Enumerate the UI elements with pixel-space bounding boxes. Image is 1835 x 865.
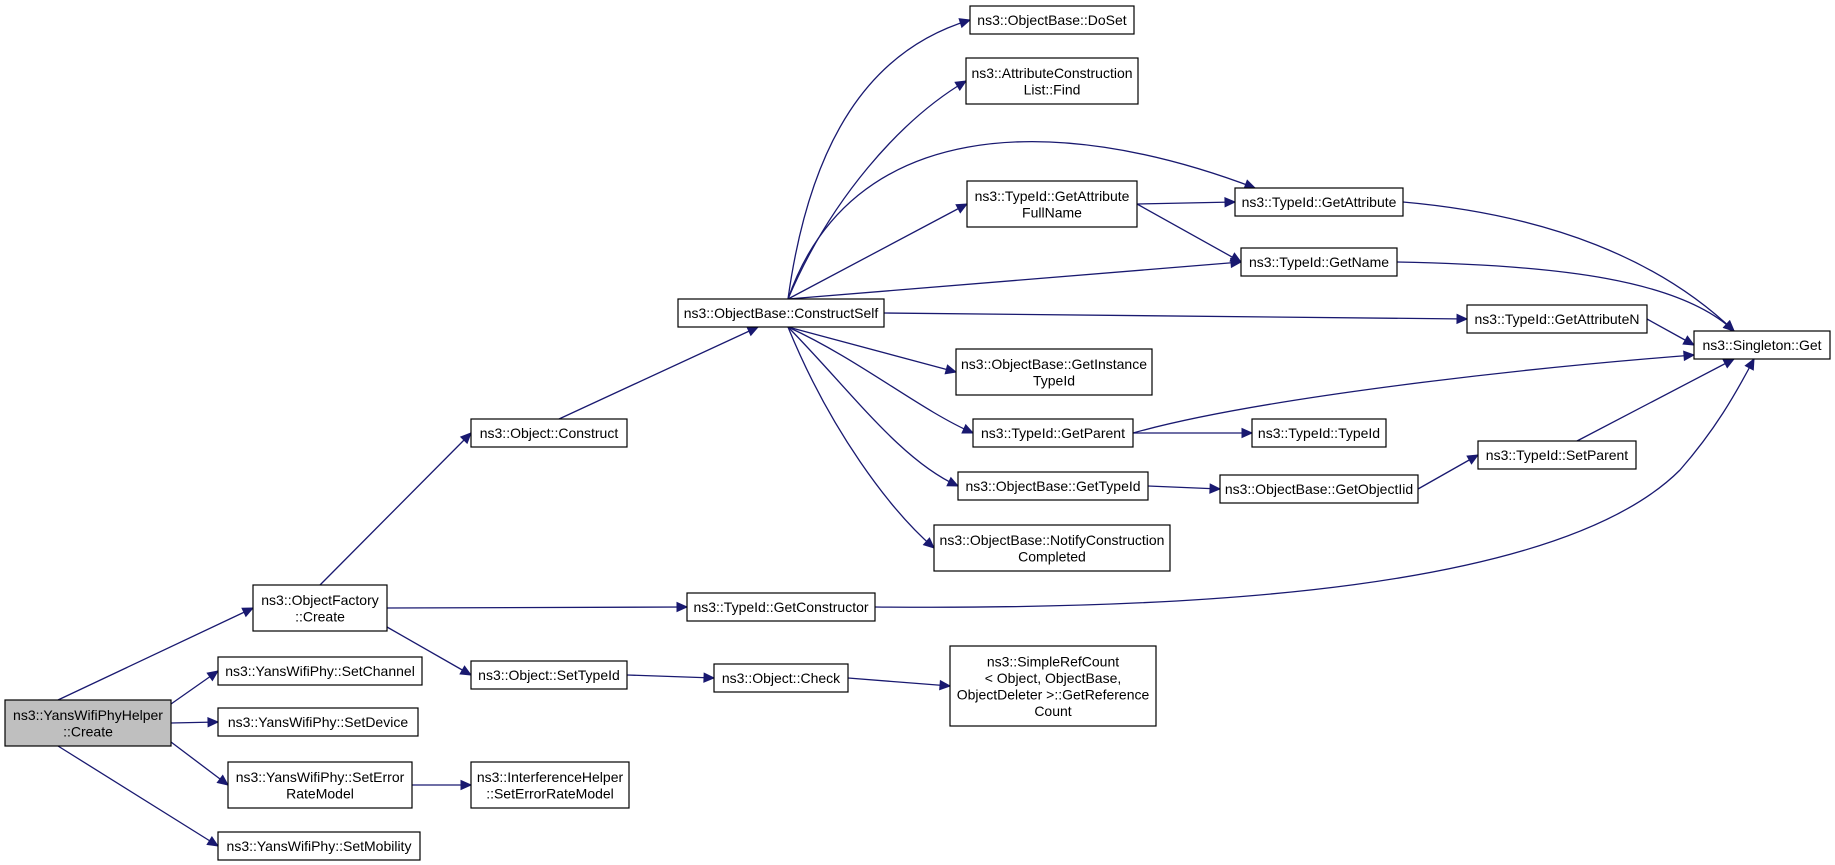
node-get-name[interactable]: ns3::TypeId::GetName bbox=[1240, 247, 1398, 277]
edge-get_constructor-to-singleton_get bbox=[874, 357, 1755, 608]
node-label: ns3::TypeId::GetParent bbox=[981, 425, 1125, 441]
edge-root-to-set_channel bbox=[170, 670, 219, 705]
edge-construct_self-to-get_attribute_n bbox=[883, 312, 1469, 325]
node-label: ns3::AttributeConstruction bbox=[971, 65, 1132, 81]
node-get-constructor[interactable]: ns3::TypeId::GetConstructor bbox=[686, 592, 876, 622]
node-label: ns3::YansWifiPhy::SetMobility bbox=[227, 838, 412, 854]
edge-root-to-set_device bbox=[170, 716, 220, 728]
edge-construct_self-to-acl_find bbox=[787, 80, 968, 300]
node-ob-get-typeid[interactable]: ns3::ObjectBase::GetTypeId bbox=[957, 471, 1149, 501]
node-label: TypeId bbox=[1033, 372, 1075, 388]
node-factory-create[interactable]: ns3::ObjectFactory::Create bbox=[252, 584, 388, 632]
node-label: ns3::SimpleRefCount bbox=[987, 653, 1119, 669]
node-label: Count bbox=[1034, 703, 1071, 719]
node-label: ns3::YansWifiPhy::SetDevice bbox=[228, 714, 408, 730]
node-get-attribute[interactable]: ns3::TypeId::GetAttribute bbox=[1234, 187, 1404, 217]
edge-get_parent-to-singleton_get bbox=[1132, 350, 1696, 434]
edge-get_attr_fullname-to-get_name bbox=[1136, 203, 1243, 263]
node-singleton-get[interactable]: ns3::Singleton::Get bbox=[1693, 330, 1831, 360]
node-set-parent[interactable]: ns3::TypeId::SetParent bbox=[1477, 440, 1637, 470]
edge-get_attr_fullname-to-get_attribute bbox=[1136, 196, 1237, 208]
edge-get_name-to-singleton_get bbox=[1396, 261, 1735, 332]
edge-set_error_rate-to-interference_set bbox=[412, 779, 473, 791]
node-label: RateModel bbox=[286, 785, 354, 801]
node-label: ns3::TypeId::GetName bbox=[1249, 254, 1389, 270]
node-construct-self[interactable]: ns3::ObjectBase::ConstructSelf bbox=[677, 298, 885, 328]
node-set-device[interactable]: ns3::YansWifiPhy::SetDevice bbox=[217, 707, 419, 737]
node-label: ns3::TypeId::GetAttribute bbox=[975, 188, 1130, 204]
node-label: ::Create bbox=[63, 723, 113, 739]
node-label: ns3::TypeId::GetAttributeN bbox=[1475, 311, 1640, 327]
node-object-construct[interactable]: ns3::Object::Construct bbox=[470, 418, 628, 448]
edge-set_parent-to-singleton_get bbox=[1576, 358, 1736, 442]
node-label: ns3::ObjectBase::GetInstance bbox=[961, 356, 1147, 372]
node-label: ns3::ObjectBase::GetObjectIid bbox=[1225, 481, 1413, 497]
node-label: ns3::ObjectBase::NotifyConstruction bbox=[940, 532, 1165, 548]
node-label: ns3::YansWifiPhyHelper bbox=[13, 707, 163, 723]
node-label: ns3::TypeId::SetParent bbox=[1486, 447, 1629, 463]
edge-construct_self-to-ob_get_typeid bbox=[787, 326, 960, 487]
edge-root-to-factory_create bbox=[57, 607, 255, 701]
node-object-settypeid[interactable]: ns3::Object::SetTypeId bbox=[470, 660, 628, 690]
node-label: Completed bbox=[1018, 548, 1086, 564]
edge-get_objectiid-to-set_parent bbox=[1417, 454, 1480, 490]
node-label: ::SetErrorRateModel bbox=[486, 785, 614, 801]
node-label: ns3::Singleton::Get bbox=[1702, 337, 1821, 353]
node-do-set[interactable]: ns3::ObjectBase::DoSet bbox=[969, 5, 1135, 35]
edge-construct_self-to-get_attr_fullname bbox=[787, 203, 969, 300]
node-get-parent[interactable]: ns3::TypeId::GetParent bbox=[972, 418, 1134, 448]
node-label: FullName bbox=[1022, 204, 1082, 220]
node-label: ns3::ObjectFactory bbox=[261, 592, 379, 608]
node-object-check[interactable]: ns3::Object::Check bbox=[713, 663, 849, 693]
node-notify-construction[interactable]: ns3::ObjectBase::NotifyConstructionCompl… bbox=[933, 524, 1171, 572]
node-label: ::Create bbox=[295, 608, 345, 624]
edge-factory_create-to-get_constructor bbox=[386, 601, 689, 613]
node-label: ObjectDeleter >::GetReference bbox=[957, 686, 1150, 702]
edge-construct_self-to-do_set bbox=[787, 18, 972, 300]
edge-object_construct-to-construct_self bbox=[558, 326, 760, 420]
node-label: ns3::ObjectBase::GetTypeId bbox=[965, 478, 1140, 494]
edge-root-to-set_error_rate bbox=[170, 741, 229, 786]
node-label: ns3::Object::Check bbox=[722, 670, 841, 686]
node-typeid-typeid[interactable]: ns3::TypeId::TypeId bbox=[1251, 418, 1387, 448]
node-label: ns3::Object::Construct bbox=[480, 425, 619, 441]
node-root[interactable]: ns3::YansWifiPhyHelper::Create bbox=[4, 699, 172, 747]
node-label: ns3::YansWifiPhy::SetError bbox=[236, 769, 405, 785]
edge-construct_self-to-notify_construction bbox=[787, 326, 935, 549]
node-set-channel[interactable]: ns3::YansWifiPhy::SetChannel bbox=[217, 656, 423, 686]
node-simple-refcount[interactable]: ns3::SimpleRefCount< Object, ObjectBase,… bbox=[949, 645, 1157, 727]
node-label: ns3::TypeId::GetConstructor bbox=[693, 599, 868, 615]
edge-construct_self-to-get_parent bbox=[787, 326, 975, 434]
node-get-attribute-n[interactable]: ns3::TypeId::GetAttributeN bbox=[1466, 304, 1648, 334]
node-set-mobility[interactable]: ns3::YansWifiPhy::SetMobility bbox=[217, 831, 421, 861]
edge-object_settypeid-to-object_check bbox=[626, 672, 716, 683]
node-label: ns3::TypeId::TypeId bbox=[1258, 425, 1380, 441]
edge-construct_self-to-get_instance_typeid bbox=[787, 326, 958, 375]
edge-get_attribute_n-to-singleton_get bbox=[1646, 318, 1696, 346]
edge-factory_create-to-object_settypeid bbox=[386, 626, 473, 676]
node-set-error-rate[interactable]: ns3::YansWifiPhy::SetErrorRateModel bbox=[227, 761, 413, 809]
edge-object_check-to-simple_refcount bbox=[847, 677, 952, 691]
node-label: ns3::ObjectBase::DoSet bbox=[977, 12, 1127, 28]
node-label: List::Find bbox=[1024, 81, 1081, 97]
node-get-objectiid[interactable]: ns3::ObjectBase::GetObjectIid bbox=[1219, 474, 1419, 504]
edge-construct_self-to-get_name bbox=[787, 257, 1243, 300]
edge-get_parent-to-typeid_typeid bbox=[1133, 427, 1254, 439]
node-label: ns3::Object::SetTypeId bbox=[478, 667, 620, 683]
edge-ob_get_typeid-to-get_objectiid bbox=[1147, 483, 1222, 494]
node-label: ns3::YansWifiPhy::SetChannel bbox=[225, 663, 415, 679]
node-label: < Object, ObjectBase, bbox=[985, 670, 1122, 686]
node-label: ns3::TypeId::GetAttribute bbox=[1242, 194, 1397, 210]
edge-root-to-set_mobility bbox=[57, 745, 220, 847]
edge-factory_create-to-object_construct bbox=[319, 432, 472, 586]
node-interference-set[interactable]: ns3::InterferenceHelper::SetErrorRateMod… bbox=[470, 761, 630, 809]
node-label: ns3::InterferenceHelper bbox=[477, 769, 624, 785]
node-label: ns3::ObjectBase::ConstructSelf bbox=[684, 305, 879, 321]
